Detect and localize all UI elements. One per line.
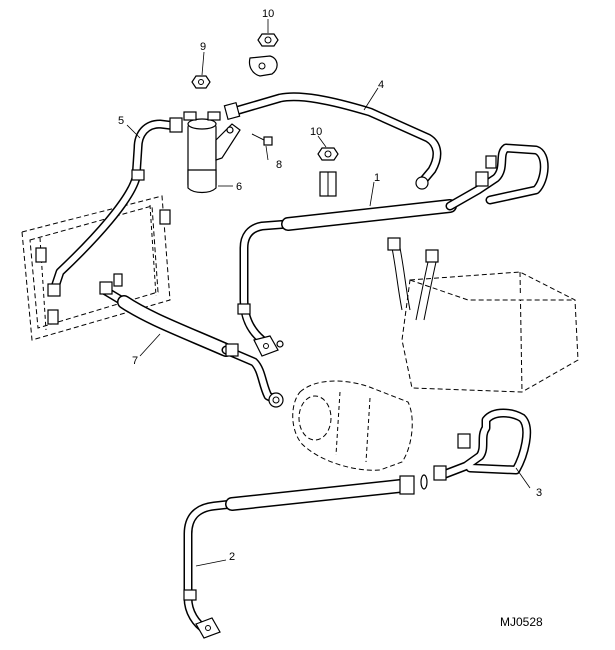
callout-8: 8: [276, 159, 282, 171]
callout-1: 1: [374, 172, 380, 184]
nut-10-upper: [248, 33, 279, 77]
nut-10-lower: [317, 147, 339, 197]
pipe-3: [420, 408, 532, 490]
leader-lines: [126, 19, 531, 567]
pipe-4: [223, 92, 442, 190]
evaporator-housing: [387, 237, 579, 393]
hose-7: [99, 273, 284, 408]
hose-1: [237, 143, 549, 357]
callouts: 10 9 4 5 10 8 6 1 7 3 2: [118, 8, 542, 563]
callout-2: 2: [229, 551, 235, 563]
callout-10-upper: 10: [262, 8, 274, 20]
callout-4: 4: [378, 79, 384, 91]
callout-10-lower: 10: [310, 126, 322, 138]
callout-3: 3: [536, 487, 542, 499]
pipe-5: [47, 117, 183, 297]
compressor: [292, 380, 413, 471]
callout-7: 7: [132, 355, 138, 367]
reference-code: MJ0528: [500, 615, 543, 629]
nut-9: [191, 75, 211, 89]
callout-5: 5: [118, 115, 124, 127]
receiver-drier: [183, 111, 241, 194]
callout-9: 9: [200, 41, 206, 53]
callout-6: 6: [236, 181, 242, 193]
bolt-8: [251, 133, 273, 146]
hose-2: [183, 475, 415, 639]
